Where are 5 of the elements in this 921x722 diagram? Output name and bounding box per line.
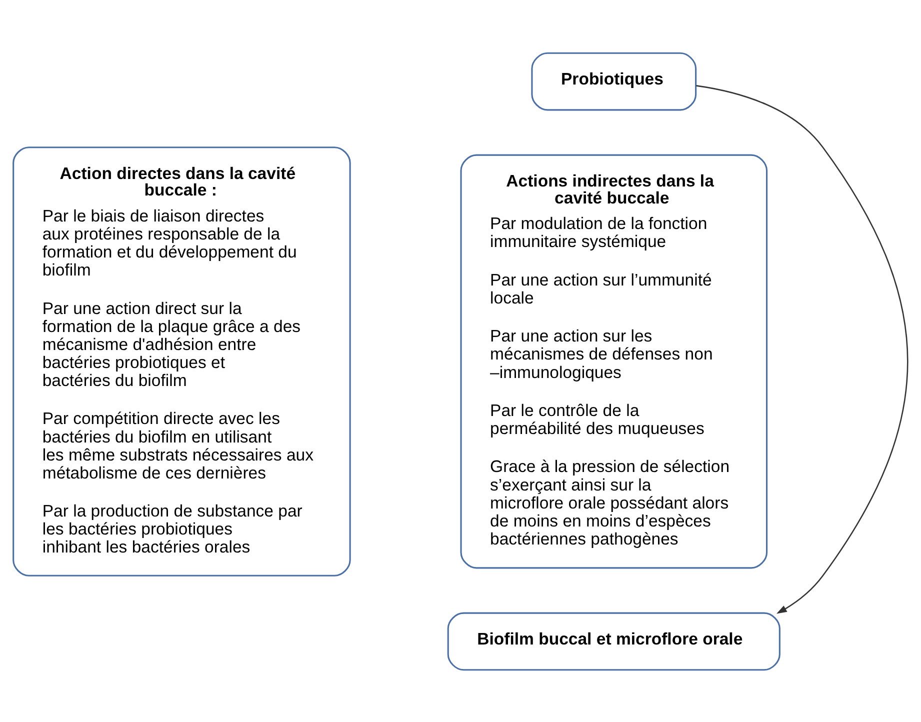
node-box: Actions indirectes dans la cavité buccale Par modulation de la fonction immunitaire systémique Par une action sur l’ummunité locale Par une action sur les mécanismes de défenses non –immunologiques Par le contrôle de la perméabilité des muqueuses Grace à la pression de sélection s’exerçant ainsi sur la microflore orale possédant alors de moins en moins d’espèces bactériennes pathogènes — [460, 154, 768, 568]
arrow — [696, 84, 908, 614]
node-box: Biofilm buccal et microflore orale — [447, 612, 780, 670]
node-box: Probiotiques — [531, 52, 697, 110]
node-box: Action directes dans la cavité buccale : Par le biais de liaison directes aux protéines responsable de la formation et du développement du biofilm Par une action direct sur la formation de la plaque grâce a des mécanisme d'adhésion entre bactéries probiotiques et bactéries du biofilm Par compétition directe avec les bactéries du biofilm en utilisant les même substrats nécessaires aux métabolisme de ces dernières Par la production de substance par les bactéries probiotiques inhibant les bactéries orales — [12, 146, 351, 576]
